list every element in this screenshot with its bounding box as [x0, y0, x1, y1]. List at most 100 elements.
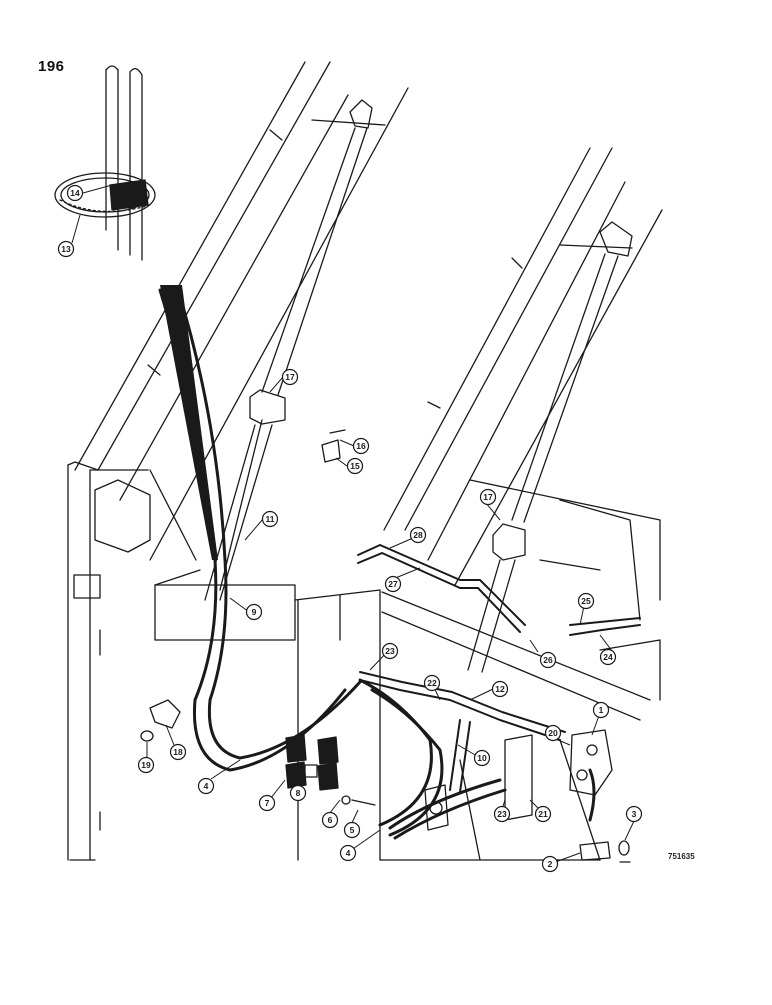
callout-25: 25 [577, 592, 595, 610]
callout-circle [577, 592, 595, 610]
right-loader-arm [383, 147, 663, 586]
callout-label: 11 [266, 514, 275, 524]
callout-label: 5 [350, 825, 355, 835]
callout-4: 4 [339, 844, 357, 862]
callout-circle [493, 805, 511, 823]
callout-label: 17 [285, 372, 295, 382]
callout-28: 28 [409, 526, 427, 544]
callout-13: 13 [57, 240, 75, 258]
left-loader-arm [74, 61, 409, 561]
callout-16: 16 [352, 437, 370, 455]
right-lift-cylinder [467, 221, 633, 673]
callout-circle [381, 642, 399, 660]
callout-label: 25 [581, 596, 591, 606]
callout-4: 4 [197, 777, 215, 795]
callout-circle [541, 855, 559, 873]
callout-18: 18 [169, 743, 187, 761]
callout-label: 19 [141, 760, 151, 770]
callout-label: 12 [495, 684, 505, 694]
callout-label: 3 [632, 809, 637, 819]
callout-label: 20 [548, 728, 558, 738]
callout-9: 9 [245, 603, 263, 621]
callout-label: 26 [543, 655, 553, 665]
callout-circle [592, 701, 610, 719]
callout-24: 24 [599, 648, 617, 666]
callout-circle [245, 603, 263, 621]
small-parts [140, 429, 631, 863]
callout-11: 11 [261, 510, 279, 528]
callout-6: 6 [321, 811, 339, 829]
callout-circle [473, 749, 491, 767]
callout-label: 9 [252, 607, 257, 617]
callout-label: 15 [350, 461, 360, 471]
callout-19: 19 [137, 756, 155, 774]
callout-circle [625, 805, 643, 823]
callout-circle [352, 437, 370, 455]
callout-label: 2 [548, 859, 553, 869]
callout-3: 3 [625, 805, 643, 823]
callout-layer [71, 184, 635, 865]
callout-label: 23 [497, 809, 507, 819]
callout-circle [339, 844, 357, 862]
callout-21: 21 [534, 805, 552, 823]
callout-circle [479, 488, 497, 506]
lower-crossmember [154, 479, 661, 861]
hose-assemblies [158, 288, 596, 840]
callout-circle [599, 648, 617, 666]
left-frame-upright [67, 461, 197, 861]
callout-circle [258, 794, 276, 812]
callout-23: 23 [381, 642, 399, 660]
callout-label: 1 [599, 705, 604, 715]
control-valve [424, 729, 613, 831]
hose-clamp-detail [54, 65, 156, 261]
callout-17: 17 [281, 368, 299, 386]
callout-20: 20 [544, 724, 562, 742]
callout-circle [289, 784, 307, 802]
callout-label: 22 [427, 678, 437, 688]
callout-circle [409, 526, 427, 544]
left-lift-cylinder [204, 99, 373, 601]
callout-27: 27 [384, 575, 402, 593]
callout-label: 18 [173, 747, 183, 757]
callout-circle [384, 575, 402, 593]
callout-label: 8 [296, 788, 301, 798]
callout-circle [281, 368, 299, 386]
callout-17: 17 [479, 488, 497, 506]
callout-circle [423, 674, 441, 692]
callout-8: 8 [289, 784, 307, 802]
page-number: 196 [38, 58, 65, 75]
callout-circle [261, 510, 279, 528]
callout-circle [197, 777, 215, 795]
callout-label: 24 [603, 652, 613, 662]
callout-26: 26 [539, 651, 557, 669]
callout-circle [57, 240, 75, 258]
callout-label: 13 [61, 244, 71, 254]
callout-label: 17 [483, 492, 493, 502]
callout-7: 7 [258, 794, 276, 812]
callout-label: 10 [477, 753, 487, 763]
callout-22: 22 [423, 674, 441, 692]
callout-5: 5 [343, 821, 361, 839]
callout-label: 4 [346, 848, 351, 858]
callout-label: 4 [204, 781, 209, 791]
callout-label: 23 [385, 646, 395, 656]
callout-23: 23 [493, 805, 511, 823]
callout-circle [169, 743, 187, 761]
callout-label: 7 [265, 798, 270, 808]
callout-circle [539, 651, 557, 669]
callout-label: 27 [388, 579, 398, 589]
callout-circle [534, 805, 552, 823]
callout-circle [66, 184, 84, 202]
callout-circle [321, 811, 339, 829]
steel-tubes [357, 544, 641, 793]
callout-circle [137, 756, 155, 774]
callout-label: 28 [413, 530, 423, 540]
callout-circle [343, 821, 361, 839]
figure-code: 751635 [668, 852, 695, 861]
callout-label: 6 [328, 815, 333, 825]
callout-circle [544, 724, 562, 742]
callout-label: 16 [356, 441, 366, 451]
callout-10: 10 [473, 749, 491, 767]
